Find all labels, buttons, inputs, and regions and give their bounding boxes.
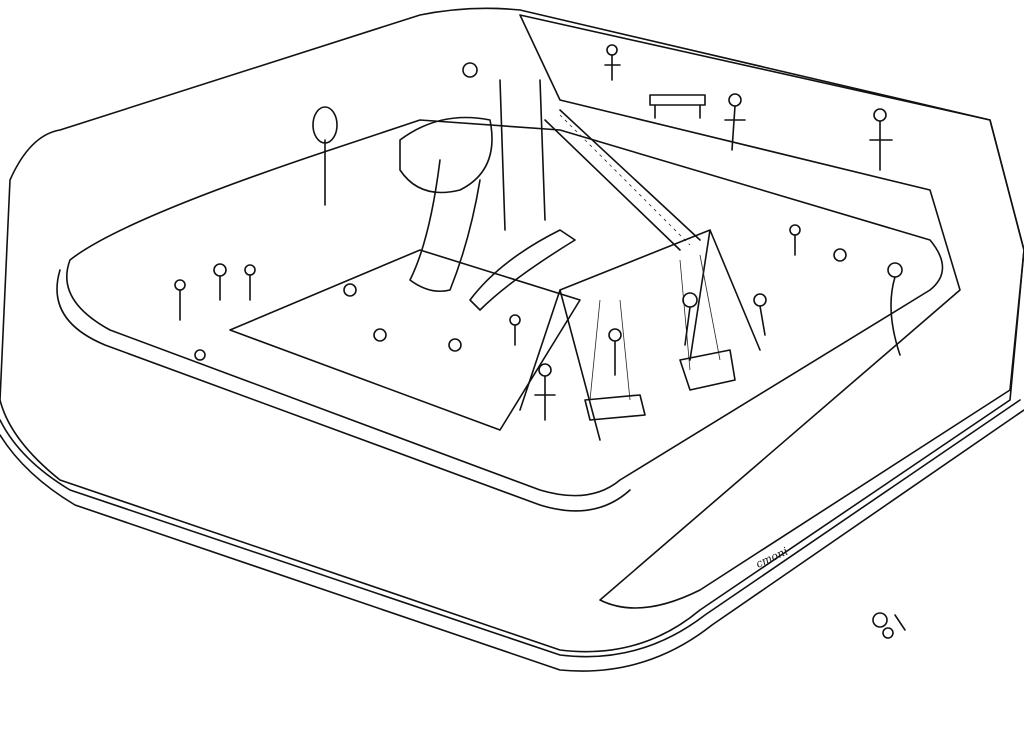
sidewalk <box>519 14 1024 609</box>
swing-set <box>519 229 761 441</box>
sandbox <box>229 249 581 431</box>
brick-pavement <box>0 7 1024 672</box>
park-lawn <box>56 119 944 512</box>
slide <box>399 79 701 311</box>
artist-signature: cmoni <box>754 545 790 571</box>
bench <box>649 94 706 119</box>
dog-vignette <box>872 612 906 639</box>
people <box>174 44 903 421</box>
tree <box>312 106 338 206</box>
